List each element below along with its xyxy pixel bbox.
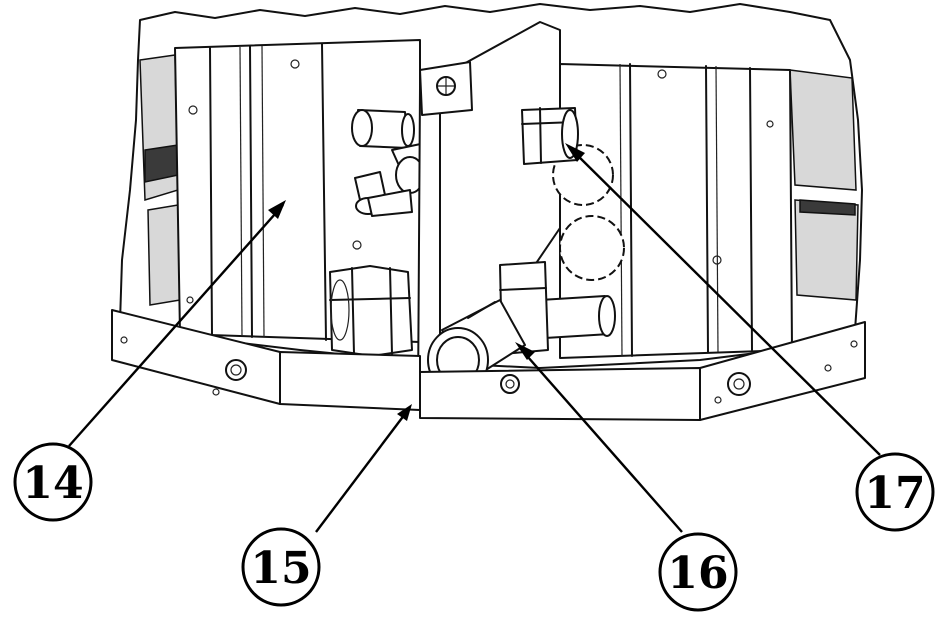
leader-16	[519, 347, 683, 533]
callout-14-label: 14	[22, 458, 83, 509]
callout-16-label: 16	[667, 548, 728, 599]
arrowhead-16	[515, 342, 535, 360]
leader-14	[68, 204, 284, 447]
callout-15: 15	[241, 527, 321, 607]
right-block-fittings	[499, 107, 616, 355]
arrowhead-15	[397, 404, 412, 421]
callout-17: 17	[855, 452, 935, 532]
leader-lines	[68, 143, 881, 533]
leader-15	[315, 409, 409, 533]
leader-17	[569, 147, 881, 456]
arrowhead-14	[268, 200, 286, 219]
callout-14: 14	[13, 442, 93, 522]
callout-17-label: 17	[864, 468, 925, 519]
arrowhead-17	[565, 143, 585, 162]
callout-15-label: 15	[250, 543, 311, 594]
callout-16: 16	[658, 532, 738, 612]
